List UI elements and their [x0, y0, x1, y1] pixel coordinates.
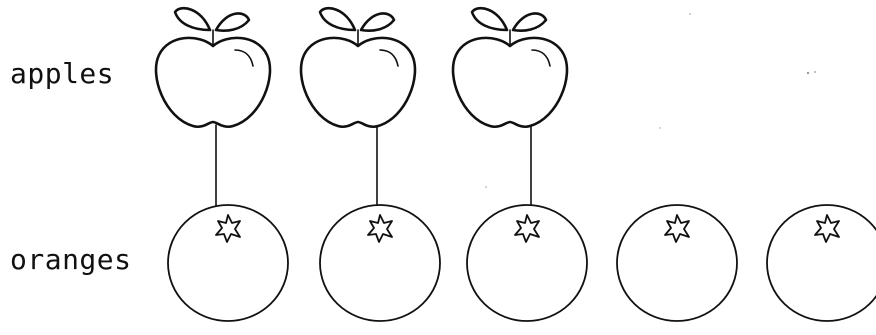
orange-icon	[320, 205, 440, 321]
scan-speck	[814, 71, 816, 73]
orange-icon	[767, 205, 876, 321]
scan-speck	[659, 127, 660, 128]
orange-icon	[467, 205, 587, 321]
scan-speck	[689, 13, 691, 15]
scan-speck	[807, 72, 809, 74]
orange-icon	[168, 205, 288, 321]
orange-icon	[617, 205, 737, 321]
apple-icon	[453, 8, 567, 127]
apple-icon	[156, 8, 270, 127]
scan-speck	[485, 186, 487, 188]
apple-icon	[301, 8, 415, 127]
